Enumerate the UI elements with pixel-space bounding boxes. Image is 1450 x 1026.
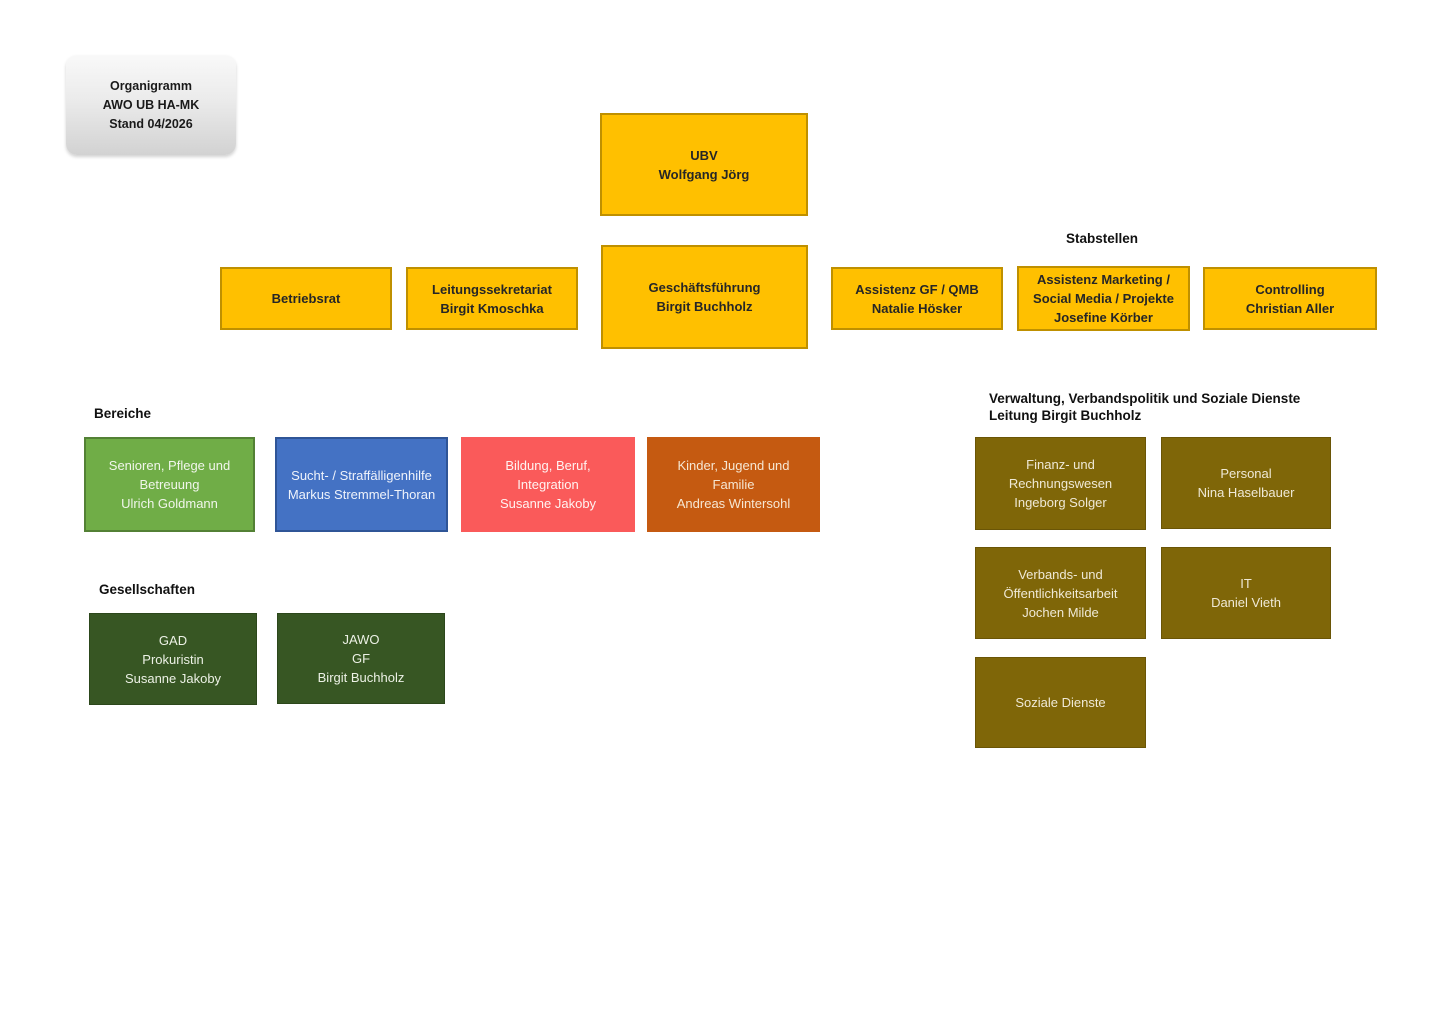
box-line: Controlling bbox=[1255, 281, 1325, 297]
box-line: IT bbox=[1240, 576, 1252, 591]
org-box-kinder-jugend: Kinder, Jugend und Familie Andreas Winte… bbox=[647, 437, 820, 532]
org-box-it: IT Daniel Vieth bbox=[1161, 547, 1331, 639]
org-box-sucht-straffaelligenhilfe: Sucht- / Straffälligenhilfe Markus Strem… bbox=[275, 437, 448, 532]
org-box-ubv: UBV Wolfgang Jörg bbox=[600, 113, 808, 216]
box-line: Jochen Milde bbox=[1022, 604, 1099, 620]
box-line: Ingeborg Solger bbox=[1014, 495, 1107, 510]
verwaltung-label-line1: Verwaltung, Verbandspolitik und Soziale … bbox=[989, 391, 1301, 406]
gesellschaften-label: Gesellschaften bbox=[99, 582, 196, 597]
box-line: Senioren, Pflege und bbox=[108, 458, 231, 473]
title-card-line: Organigramm bbox=[110, 78, 192, 93]
box-line: Integration bbox=[517, 477, 579, 492]
box-line: GF bbox=[351, 651, 371, 666]
box-line: Familie bbox=[712, 477, 755, 492]
box-line: Birgit Kmoschka bbox=[440, 300, 544, 316]
box-line: Assistenz GF / QMB bbox=[855, 281, 979, 297]
box-line: Soziale Dienste bbox=[1015, 695, 1106, 710]
box-line: Social Media / Projekte bbox=[1033, 291, 1174, 306]
box-line: Sucht- / Straffälligenhilfe bbox=[291, 467, 432, 483]
box-line: Öffentlichkeitsarbeit bbox=[1003, 585, 1118, 601]
org-box-jawo: JAWO GF Birgit Buchholz bbox=[277, 613, 445, 704]
stabstellen-label: Stabstellen bbox=[1066, 231, 1139, 246]
org-box-assistenz-marketing: Assistenz Marketing / Social Media / Pro… bbox=[1017, 266, 1190, 331]
box-line: Assistenz Marketing / bbox=[1037, 272, 1170, 287]
org-box-senioren-pflege: Senioren, Pflege und Betreuung Ulrich Go… bbox=[84, 437, 255, 532]
box-line: Leitungssekretariat bbox=[432, 281, 552, 297]
box-line: Bildung, Beruf, bbox=[505, 458, 591, 473]
box-line: Birgit Buchholz bbox=[317, 670, 405, 685]
box-line: Personal bbox=[1220, 466, 1272, 481]
bereiche-label: Bereiche bbox=[94, 406, 152, 421]
box-line: GAD bbox=[158, 632, 188, 648]
box-line: Natalie Hösker bbox=[871, 300, 963, 316]
box-line: Prokuristin bbox=[142, 651, 204, 667]
box-line: Birgit Buchholz bbox=[656, 299, 753, 314]
box-line: Susanne Jakoby bbox=[124, 670, 222, 686]
box-line: JAWO bbox=[342, 632, 380, 647]
title-card-line: Stand 04/2026 bbox=[109, 116, 193, 131]
box-line: Rechnungswesen bbox=[1008, 476, 1113, 491]
org-box-betriebsrat: Betriebsrat bbox=[220, 267, 392, 330]
org-box-leitungssekretariat: Leitungssekretariat Birgit Kmoschka bbox=[406, 267, 578, 330]
box-line: Andreas Wintersohl bbox=[676, 496, 791, 511]
org-box-finanz-rechnungswesen: Finanz- und Rechnungswesen Ingeborg Solg… bbox=[975, 437, 1146, 530]
org-box-personal: Personal Nina Haselbauer bbox=[1161, 437, 1331, 529]
box-line: Geschäftsführung bbox=[648, 280, 761, 295]
box-line: Christian Aller bbox=[1245, 300, 1335, 316]
org-box-assistenz-gf-qmb: Assistenz GF / QMB Natalie Hösker bbox=[831, 267, 1003, 330]
org-box-gad: GAD Prokuristin Susanne Jakoby bbox=[89, 613, 257, 705]
box-line: Markus Stremmel-Thoran bbox=[287, 486, 436, 502]
org-box-geschaeftsfuehrung: Geschäftsführung Birgit Buchholz bbox=[601, 245, 808, 349]
box-line: Daniel Vieth bbox=[1211, 595, 1281, 610]
title-card: Organigramm AWO UB HA-MK Stand 04/2026 bbox=[66, 55, 236, 155]
box-line: Betreuung bbox=[139, 477, 200, 492]
box-line: UBV bbox=[690, 147, 718, 163]
box-line: Josefine Körber bbox=[1054, 310, 1153, 325]
box-line: Verbands- und bbox=[1018, 566, 1103, 582]
box-line: Finanz- und bbox=[1026, 457, 1095, 472]
org-box-soziale-dienste: Soziale Dienste bbox=[975, 657, 1146, 748]
org-box-controlling: Controlling Christian Aller bbox=[1203, 267, 1377, 330]
box-line: Kinder, Jugend und bbox=[677, 458, 790, 473]
org-box-bildung-beruf: Bildung, Beruf, Integration Susanne Jako… bbox=[461, 437, 635, 532]
box-line: Ulrich Goldmann bbox=[121, 496, 218, 511]
box-line: Wolfgang Jörg bbox=[658, 166, 750, 182]
box-line: Betriebsrat bbox=[271, 291, 341, 306]
box-line: Nina Haselbauer bbox=[1197, 485, 1295, 500]
org-box-verbands-oeffentlichkeitsarbeit: Verbands- und Öffentlichkeitsarbeit Joch… bbox=[975, 547, 1146, 639]
title-card-line: AWO UB HA-MK bbox=[102, 97, 200, 112]
verwaltung-label-line2: Leitung Birgit Buchholz bbox=[989, 408, 1142, 423]
verwaltung-label: Verwaltung, Verbandspolitik und Soziale … bbox=[989, 390, 1300, 424]
box-line: Susanne Jakoby bbox=[499, 496, 597, 511]
